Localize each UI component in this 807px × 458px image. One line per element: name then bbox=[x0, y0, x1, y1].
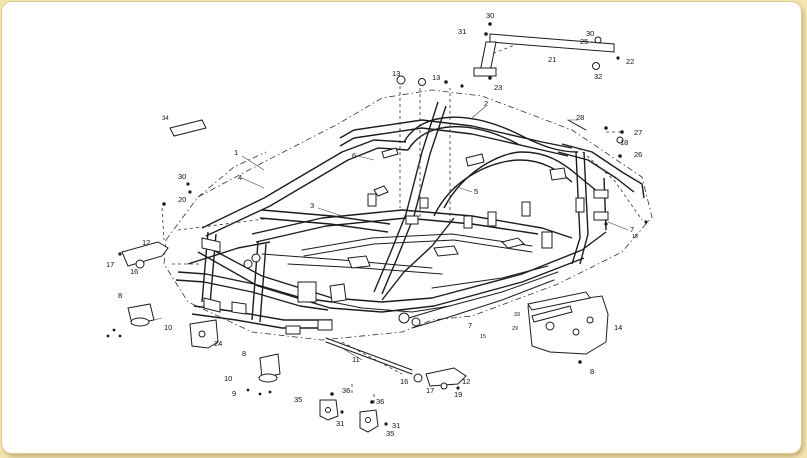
frame-brackets bbox=[201, 147, 609, 335]
callout-24: 24 bbox=[214, 339, 222, 348]
callout-8c: 8 bbox=[590, 367, 594, 376]
callout-31c: 31 bbox=[392, 421, 400, 430]
callout-35a: 35 bbox=[294, 395, 302, 404]
callout-16a: 16 bbox=[130, 267, 138, 276]
front-arm-right bbox=[413, 367, 467, 390]
pivot-housing-lower bbox=[246, 353, 281, 396]
callout-21: 21 bbox=[548, 55, 556, 64]
callout-20: 20 bbox=[178, 195, 186, 204]
front-arm-left bbox=[118, 241, 169, 269]
callout-16b: 16 bbox=[400, 377, 408, 386]
callout-8b: 8 bbox=[242, 349, 246, 358]
callout-1: 1 bbox=[234, 148, 238, 157]
callout-10a: 10 bbox=[164, 323, 172, 332]
callout-7b: 7 bbox=[468, 321, 472, 330]
callout-33: 33 bbox=[514, 312, 520, 318]
callout-3: 3 bbox=[310, 201, 314, 210]
callout-13a: 13 bbox=[392, 69, 400, 78]
callout-29: 29 bbox=[512, 326, 518, 332]
fasteners-left bbox=[162, 182, 192, 206]
rear-hardware bbox=[567, 119, 648, 226]
callout-31b: 31 bbox=[336, 419, 344, 428]
callout-34: 34 bbox=[162, 116, 169, 122]
callout-4: 4 bbox=[238, 173, 242, 182]
callout-8a: 8 bbox=[118, 291, 122, 300]
callout-23: 23 bbox=[494, 83, 502, 92]
callout-19: 19 bbox=[454, 390, 462, 399]
callout-13b: 13 bbox=[432, 73, 440, 82]
callout-25: 25 bbox=[580, 37, 588, 46]
diagram-frame: 1 2 3 4 5 6 7 7 8 8 8 9 10 10 11 12 12 1… bbox=[2, 2, 801, 453]
shaft-11 bbox=[325, 337, 413, 375]
body-outline bbox=[163, 89, 653, 341]
callout-22: 22 bbox=[626, 57, 634, 66]
callout-7a: 7 bbox=[630, 225, 634, 234]
callout-12b: 12 bbox=[462, 377, 470, 386]
callout-2: 2 bbox=[484, 99, 488, 108]
callout-17b: 17 bbox=[426, 386, 434, 395]
callout-15a: 15 bbox=[632, 234, 638, 240]
callout-30b: 30 bbox=[586, 29, 594, 38]
bottom-brackets bbox=[319, 392, 388, 433]
callout-28: 28 bbox=[576, 113, 584, 122]
callout-18: 18 bbox=[620, 138, 628, 147]
leader-lines bbox=[161, 41, 643, 406]
callout-26: 26 bbox=[634, 150, 642, 159]
callout-15b: 15 bbox=[480, 334, 486, 340]
callout-9: 9 bbox=[232, 389, 236, 398]
callout-17a: 17 bbox=[106, 260, 114, 269]
callout-14: 14 bbox=[614, 323, 622, 332]
callout-leaders bbox=[153, 105, 629, 361]
frame-tubes bbox=[175, 101, 645, 329]
callout-6: 6 bbox=[352, 151, 356, 160]
nut-13 bbox=[396, 75, 426, 86]
mount-24 bbox=[189, 319, 219, 349]
callout-12a: 12 bbox=[142, 238, 150, 247]
callout-30c: 30 bbox=[178, 172, 186, 181]
callouts: 1 2 3 4 5 6 7 7 8 8 8 9 10 10 11 12 12 1… bbox=[106, 11, 642, 438]
callout-10b: 10 bbox=[224, 374, 232, 383]
callout-32: 32 bbox=[594, 72, 602, 81]
callout-31a: 31 bbox=[458, 27, 466, 36]
callout-36b: 36 bbox=[376, 397, 384, 406]
decal-34 bbox=[169, 119, 207, 137]
callout-27: 27 bbox=[634, 128, 642, 137]
callout-35b: 35 bbox=[386, 429, 394, 438]
pivot-housing-upper bbox=[106, 303, 155, 338]
callout-30a: 30 bbox=[486, 11, 494, 20]
top-bracket bbox=[444, 22, 620, 88]
frame-parts-diagram: 1 2 3 4 5 6 7 7 8 8 8 9 10 10 11 12 12 1… bbox=[106, 11, 653, 438]
callout-5: 5 bbox=[474, 187, 478, 196]
callout-36a: 36 bbox=[342, 386, 350, 395]
callout-11: 11 bbox=[352, 355, 360, 364]
skid-plate bbox=[527, 291, 609, 364]
